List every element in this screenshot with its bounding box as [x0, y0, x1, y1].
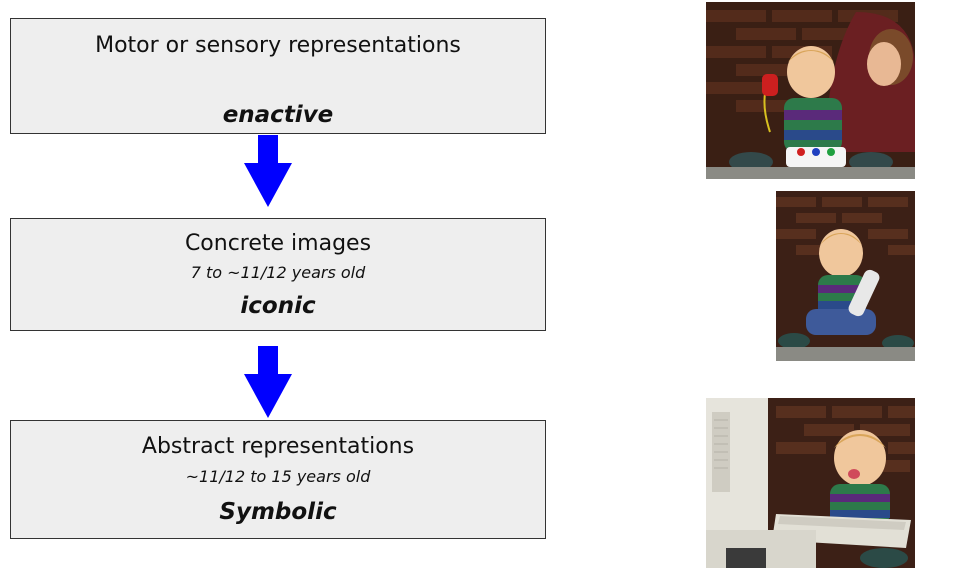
- stage-box-enactive: Motor or sensory representations enactiv…: [10, 18, 546, 134]
- stage-box-symbolic: Abstract representations ~11/12 to 15 ye…: [10, 420, 546, 539]
- photo-baby-with-mother-toy-phone: [706, 2, 915, 179]
- stage-title: Motor or sensory representations: [95, 33, 461, 58]
- stage-mode: Symbolic: [219, 499, 337, 525]
- stage-age-range: 7 to ~11/12 years old: [190, 263, 366, 282]
- stage-box-iconic: Concrete images 7 to ~11/12 years old ic…: [10, 218, 546, 331]
- stage-title: Abstract representations: [141, 434, 415, 459]
- down-arrow-icon: [244, 346, 292, 418]
- stage-age-range: ~11/12 to 15 years old: [185, 467, 371, 486]
- stage-mode: enactive: [222, 102, 334, 128]
- down-arrow-icon: [244, 135, 292, 207]
- photo-baby-with-phone-handset: [776, 191, 915, 361]
- photo-baby-at-computer: [706, 398, 915, 568]
- stage-title: Concrete images: [184, 231, 372, 256]
- stage-mode: iconic: [240, 293, 316, 319]
